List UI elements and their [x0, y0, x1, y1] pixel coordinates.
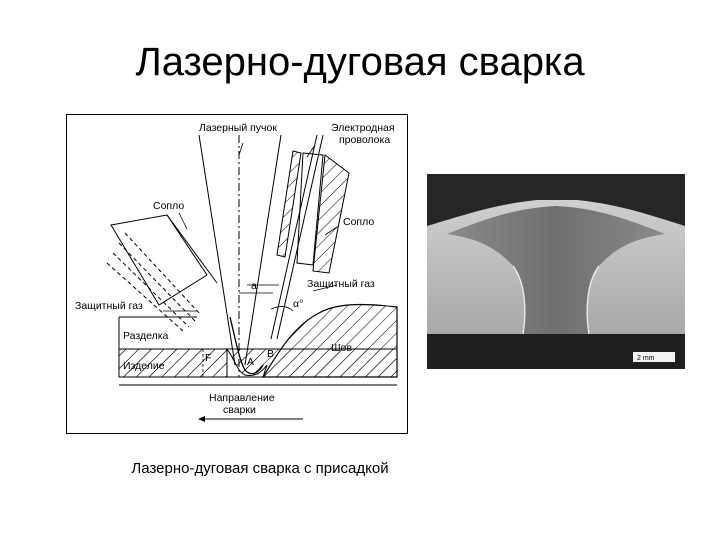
electrode-torch: [270, 134, 350, 340]
weld-cross-section-photo: 2 mm: [427, 174, 685, 369]
label-shield-gas-left: Защитный газ: [75, 300, 143, 312]
label-workpiece: Изделие: [123, 360, 165, 372]
label-point-b: B: [267, 348, 274, 360]
weld-seam: [261, 303, 398, 378]
melt-pool: [226, 347, 268, 378]
laser-beam: [198, 134, 282, 377]
label-electrode-wire-1: Электродная: [331, 122, 395, 134]
label-seam: Шов: [331, 342, 352, 354]
label-distance-a: a: [251, 280, 257, 292]
gas-nozzle-left: [106, 214, 218, 332]
label-point-a: A: [247, 356, 254, 368]
welding-diagram: Лазерный пучок Электродная проволока Соп…: [66, 114, 408, 434]
label-laser-beam: Лазерный пучок: [199, 122, 277, 134]
label-electrode-wire-2: проволока: [339, 134, 390, 146]
label-angle-alpha: α°: [293, 298, 303, 310]
label-direction-2: сварки: [223, 404, 256, 416]
slide-title: Лазерно-дуговая сварка: [135, 40, 585, 84]
label-shield-gas-right: Защитный газ: [307, 278, 375, 290]
label-point-f: F: [205, 352, 211, 364]
label-nozzle-left: Сопло: [153, 200, 184, 212]
label-groove: Разделка: [123, 330, 169, 342]
label-direction-1: Направление: [209, 392, 275, 404]
label-nozzle-right: Сопло: [343, 216, 374, 228]
figure-caption: Лазерно-дуговая сварка с присадкой: [131, 460, 389, 477]
scale-bar-label: 2 mm: [637, 355, 655, 362]
